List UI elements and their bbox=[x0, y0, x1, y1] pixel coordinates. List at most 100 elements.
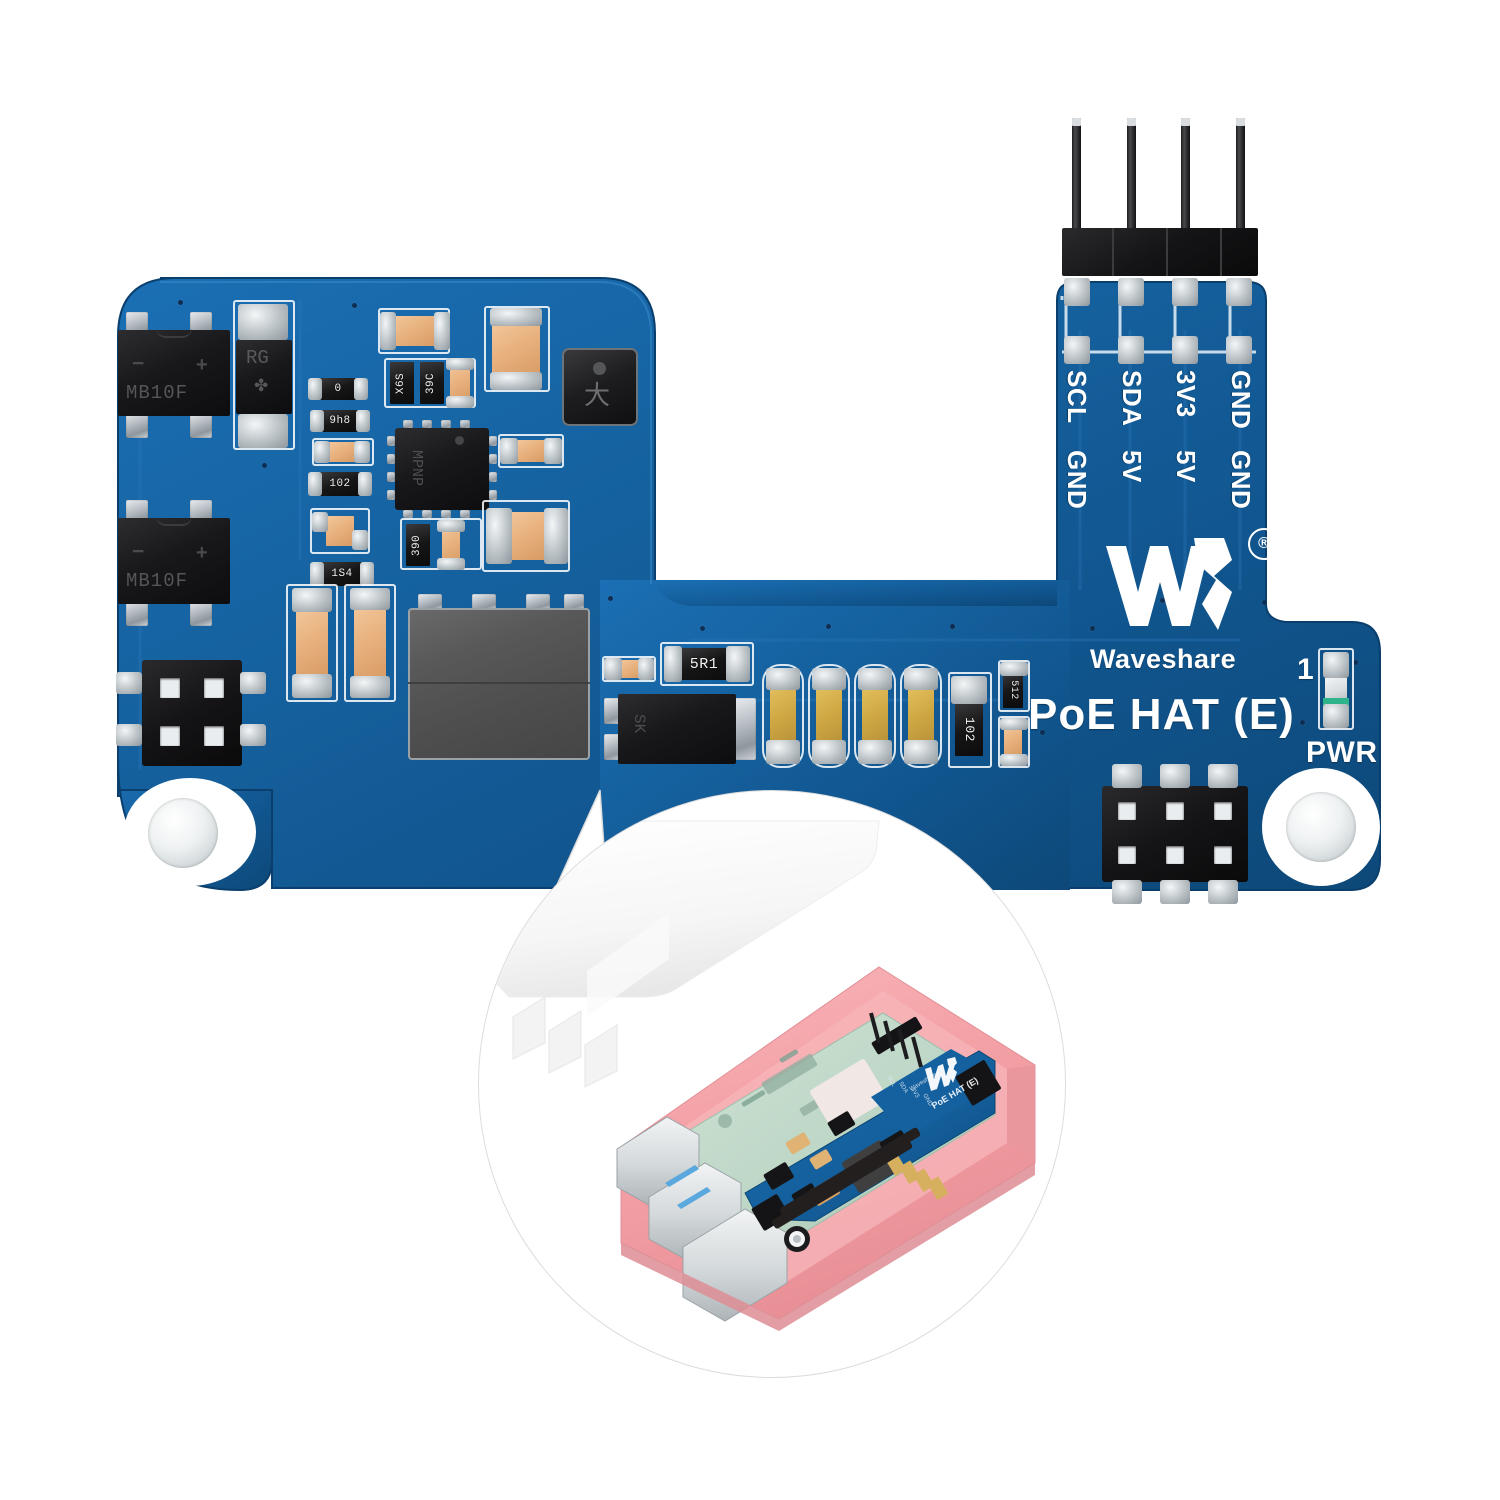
via bbox=[262, 463, 267, 468]
resistor-5r1: 5R1 bbox=[680, 648, 728, 680]
cap-silk-outline bbox=[310, 508, 370, 554]
diode-marking: SK bbox=[630, 714, 648, 734]
resistor-102b-silk bbox=[948, 672, 992, 768]
cap-silk-outline bbox=[998, 716, 1030, 768]
resistor-group-silk bbox=[384, 358, 476, 408]
header-2x3[interactable] bbox=[1102, 764, 1250, 904]
cap-silk-outline bbox=[498, 434, 564, 468]
solder-joint bbox=[1118, 278, 1144, 306]
resistor-5r1-silk bbox=[660, 642, 754, 686]
ceramic-capacitor bbox=[450, 364, 470, 402]
cap-silk-outline bbox=[484, 306, 550, 392]
mounting-hole-right-ring bbox=[1286, 792, 1356, 862]
ceramic-capacitor bbox=[620, 660, 642, 678]
ceramic-capacitor bbox=[354, 604, 386, 682]
i2c-4pin-header[interactable] bbox=[1062, 110, 1262, 285]
resistor-390: 390 bbox=[406, 524, 430, 566]
cap-silk-outline bbox=[602, 656, 656, 682]
pin-label-scl: SCL bbox=[1062, 370, 1092, 424]
via bbox=[608, 596, 613, 601]
resistor-102b-marking: 102 bbox=[961, 716, 977, 742]
via bbox=[826, 624, 831, 629]
ceramic-capacitor bbox=[1004, 726, 1022, 756]
via bbox=[1262, 600, 1267, 605]
component-marking: MB10F bbox=[126, 382, 189, 404]
pin-label-gnd-1: GND bbox=[1062, 450, 1092, 510]
resistor-0: 0 bbox=[320, 378, 356, 400]
bridge-rectifier-2: − + MB10F bbox=[118, 500, 236, 626]
ceramic-capacitor bbox=[326, 516, 354, 546]
power-led bbox=[1323, 652, 1349, 728]
resistor-102a: 102 bbox=[320, 472, 360, 496]
ceramic-capacitor bbox=[816, 686, 842, 744]
power-led-silk-outline bbox=[1318, 648, 1354, 730]
component-marking: MB10F bbox=[126, 570, 189, 592]
via bbox=[1300, 720, 1305, 725]
resistor-390-marking: 390 bbox=[411, 534, 424, 556]
waveshare-logo-icon bbox=[1098, 530, 1248, 640]
ceramic-capacitor bbox=[770, 686, 796, 744]
resistor-x6s: X6S bbox=[390, 362, 414, 404]
pin1-marker: 1 bbox=[1297, 653, 1315, 686]
component-marking: RG bbox=[246, 347, 269, 369]
solder-joint bbox=[1226, 336, 1252, 364]
cap-silk-outline bbox=[312, 438, 374, 466]
board-name-label: PoE HAT (E) bbox=[1028, 690, 1295, 739]
ceramic-capacitor bbox=[908, 686, 934, 744]
header-2x2[interactable] bbox=[116, 660, 266, 768]
via bbox=[178, 300, 183, 305]
via bbox=[1040, 730, 1045, 735]
solder-joint bbox=[1118, 336, 1144, 364]
solder-joint bbox=[1064, 336, 1090, 364]
resistor-512-marking: 512 bbox=[1007, 680, 1019, 700]
solder-joint bbox=[1064, 278, 1090, 306]
via bbox=[1353, 660, 1358, 665]
ceramic-capacitor bbox=[296, 608, 328, 680]
via bbox=[1090, 626, 1095, 631]
cap-silk-outline bbox=[854, 664, 896, 768]
pin-label-5v-2: 5V bbox=[1171, 450, 1201, 483]
ceramic-capacitor bbox=[442, 526, 460, 564]
ceramic-capacitor bbox=[508, 512, 548, 560]
pin-label-sda: SDA bbox=[1117, 370, 1147, 427]
via bbox=[700, 626, 705, 631]
ceramic-capacitor bbox=[492, 322, 540, 378]
cap-silk-outline bbox=[900, 664, 942, 768]
ceramic-capacitor bbox=[328, 442, 356, 462]
resistor-512: 512 bbox=[1003, 672, 1023, 708]
resistor-102b: 102 bbox=[955, 702, 983, 756]
resistor-39c: 39C bbox=[420, 362, 444, 404]
shielded-inductor: 大 bbox=[562, 348, 638, 426]
ic-marking: MPNP bbox=[408, 450, 425, 487]
resistor-1s4: 1S4 bbox=[322, 562, 362, 586]
ceramic-capacitor bbox=[862, 686, 888, 744]
svg-text:3V3: 3V3 bbox=[909, 1087, 920, 1100]
mounting-hole-left-ring bbox=[148, 798, 218, 868]
cap-silk-outline bbox=[286, 584, 338, 702]
via bbox=[1160, 598, 1165, 603]
registered-trademark-icon: ® bbox=[1248, 528, 1280, 560]
pin-label-3v3: 3V3 bbox=[1171, 370, 1201, 418]
svg-text:SDA: SDA bbox=[897, 1081, 909, 1095]
pin-label-gnd-2: GND bbox=[1226, 450, 1256, 510]
cap-silk-outline bbox=[762, 664, 804, 768]
pwm-controller-ic: MPNP bbox=[387, 420, 497, 518]
solder-joint bbox=[1172, 336, 1198, 364]
brand-name: Waveshare bbox=[1090, 644, 1237, 674]
rg-diode-silk-outline bbox=[233, 300, 295, 450]
resistor-39c-marking: 39C bbox=[425, 372, 438, 394]
schottky-diode: SK bbox=[604, 694, 756, 766]
cap-silk-outline bbox=[344, 584, 396, 702]
pin-label-5v-1: 5V bbox=[1117, 450, 1147, 483]
solder-joint bbox=[1226, 278, 1252, 306]
installed-example-callout: PoE HAT (E) Waveshare SCL SDA 3V3 GND bbox=[478, 789, 1068, 1380]
solder-joint bbox=[1172, 278, 1198, 306]
ceramic-capacitor bbox=[392, 316, 438, 346]
flyback-transformer bbox=[408, 594, 590, 760]
bridge-rectifier-1: − + MB10F bbox=[118, 312, 236, 438]
pin-label-gnd-top: GND bbox=[1226, 370, 1256, 430]
resistor-512-silk bbox=[998, 660, 1030, 712]
resistor-9h8: 9h8 bbox=[322, 410, 358, 432]
